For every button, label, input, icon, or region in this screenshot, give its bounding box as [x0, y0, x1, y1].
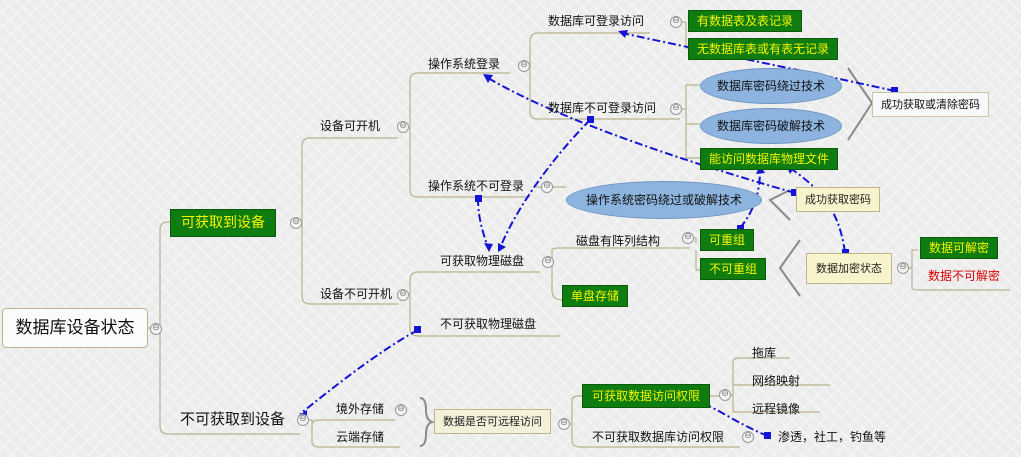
arrow-gotpwd-to-dblogin — [621, 32, 896, 92]
arrow-start-square — [475, 195, 482, 202]
edge-physdisk-raid — [545, 247, 690, 263]
node-cloud-storage[interactable]: 云端存储 — [336, 430, 385, 444]
node-got-pwd[interactable]: 成功获取密码 — [796, 187, 880, 212]
collapse-icon[interactable]: ⊖ — [395, 404, 407, 416]
edge-obtainable-noboot — [301, 222, 398, 305]
edge-root-obtainable — [148, 221, 170, 329]
node-no-reassemble[interactable]: 不可重组 — [700, 258, 767, 280]
node-db-file-access[interactable]: 能访问数据库物理文件 — [700, 148, 839, 170]
node-physical-disk[interactable]: 可获取物理磁盘 — [440, 254, 525, 268]
collapse-icon[interactable]: ⊖ — [670, 16, 682, 28]
arrow-start-square — [764, 432, 771, 439]
node-reassemble[interactable]: 可重组 — [700, 229, 755, 251]
edge-boot-oslogin — [403, 72, 510, 129]
arrowhead — [618, 30, 628, 38]
node-obtainable[interactable]: 可获取到设备 — [170, 209, 276, 237]
node-os-login[interactable]: 操作系统登录 — [428, 57, 501, 71]
node-external-storage[interactable]: 境外存储 — [336, 402, 385, 416]
collapse-icon[interactable]: ⊖ — [670, 103, 682, 115]
node-got-or-clear-pwd[interactable]: 成功获取或清除密码 — [872, 92, 989, 117]
bracket-got-pwd-mid — [768, 189, 791, 221]
node-cannot-boot[interactable]: 设备不可开机 — [320, 287, 393, 301]
collapse-icon[interactable]: ⊖ — [297, 414, 309, 426]
node-db-login[interactable]: 数据库可登录访问 — [548, 14, 645, 28]
edge-remote-rights — [565, 395, 740, 448]
edge-oslogin-dblogin — [523, 32, 650, 66]
collapse-icon[interactable]: ⊖ — [150, 323, 162, 335]
node-raid[interactable]: 磁盘有阵列结构 — [576, 234, 661, 248]
node-encrypt-state[interactable]: 数据加密状态 — [806, 253, 892, 284]
node-db-pwd-crack[interactable]: 数据库密码破解技术 — [700, 108, 842, 144]
node-access-rights[interactable]: 可获取数据访问权限 — [582, 384, 711, 408]
edge-notobt-storage — [305, 419, 400, 448]
root-node[interactable]: 数据库设备状态 — [2, 308, 148, 348]
node-has-tables[interactable]: 有数据表及表记录 — [688, 10, 803, 32]
collapse-icon[interactable]: ⊖ — [397, 121, 409, 133]
edge-obtainable-boot — [295, 137, 398, 223]
arrow-start-square — [414, 326, 421, 333]
node-os-no-login[interactable]: 操作系统不可登录 — [428, 179, 525, 193]
node-no-physical-disk[interactable]: 不可获取物理磁盘 — [440, 317, 537, 331]
arrow-start-square — [737, 225, 744, 232]
collapse-icon[interactable]: ⊖ — [682, 232, 694, 244]
bracket-got-pwd-top — [847, 67, 874, 141]
arrow-gotpwd-to-oslogin — [487, 77, 796, 194]
edge-physdisk-single — [551, 262, 563, 301]
node-network-map[interactable]: 网络映射 — [752, 374, 801, 388]
brace-remote — [419, 397, 436, 447]
collapse-icon[interactable]: ⊖ — [542, 256, 554, 268]
edge-root-not-obtainable — [159, 328, 300, 435]
node-not-decryptable[interactable]: 数据不可解密 — [928, 269, 1001, 283]
arrow-nophys-to-notobtainable — [299, 329, 419, 415]
node-single-disk[interactable]: 单盘存储 — [562, 285, 629, 307]
arrow-osnologin-to-physdisk — [477, 197, 489, 249]
node-no-access-rights[interactable]: 不可获取数据库访问权限 — [592, 430, 725, 444]
edge-rights-leaves — [726, 357, 830, 413]
collapse-icon[interactable]: ⊖ — [541, 181, 553, 193]
node-remote-mirror[interactable]: 远程镜像 — [752, 402, 801, 416]
edge-noboot-physdisk — [403, 271, 540, 295]
node-no-tables[interactable]: 无数据库表或有表无记录 — [688, 38, 839, 60]
arrow-start-square — [587, 116, 594, 123]
edge-oslogin-dbnologin — [529, 65, 680, 120]
edge-boot-osnologin — [409, 128, 530, 198]
collapse-icon[interactable]: ⊖ — [897, 262, 909, 274]
node-decryptable[interactable]: 数据可解密 — [920, 237, 999, 259]
arrowhead — [484, 243, 493, 252]
node-remote-access-q[interactable]: 数据是否可远程访问 — [434, 409, 551, 434]
node-db-no-login[interactable]: 数据库不可登录访问 — [548, 101, 657, 115]
collapse-icon[interactable]: ⊖ — [397, 289, 409, 301]
arrowhead — [498, 243, 506, 252]
collapse-icon[interactable]: ⊖ — [518, 60, 530, 72]
node-can-boot[interactable]: 设备可开机 — [320, 119, 381, 133]
collapse-icon[interactable]: ⊖ — [558, 418, 570, 430]
arrow-start-square — [791, 189, 798, 196]
collapse-icon[interactable]: ⊖ — [719, 389, 731, 401]
node-os-pwd-bypass[interactable]: 操作系统密码绕过或破解技术 — [566, 181, 762, 219]
node-not-obtainable[interactable]: 不可获取到设备 — [180, 410, 286, 428]
node-pentest[interactable]: 渗透，社工，钓鱼等 — [778, 430, 887, 444]
edge-dbnologin-leaves — [680, 84, 700, 159]
arrowhead — [483, 74, 493, 83]
node-drag-db[interactable]: 拖库 — [752, 346, 777, 360]
arrow-start-square — [842, 249, 849, 256]
node-db-pwd-bypass[interactable]: 数据库密码绕过技术 — [700, 68, 842, 104]
bracket-encrypt — [778, 239, 801, 297]
arrow-start-square — [891, 87, 898, 94]
arrow-dbnologin-to-physdisk — [499, 119, 591, 249]
collapse-icon[interactable]: ⊖ — [742, 431, 754, 443]
collapse-icon[interactable]: ⊖ — [290, 217, 302, 229]
